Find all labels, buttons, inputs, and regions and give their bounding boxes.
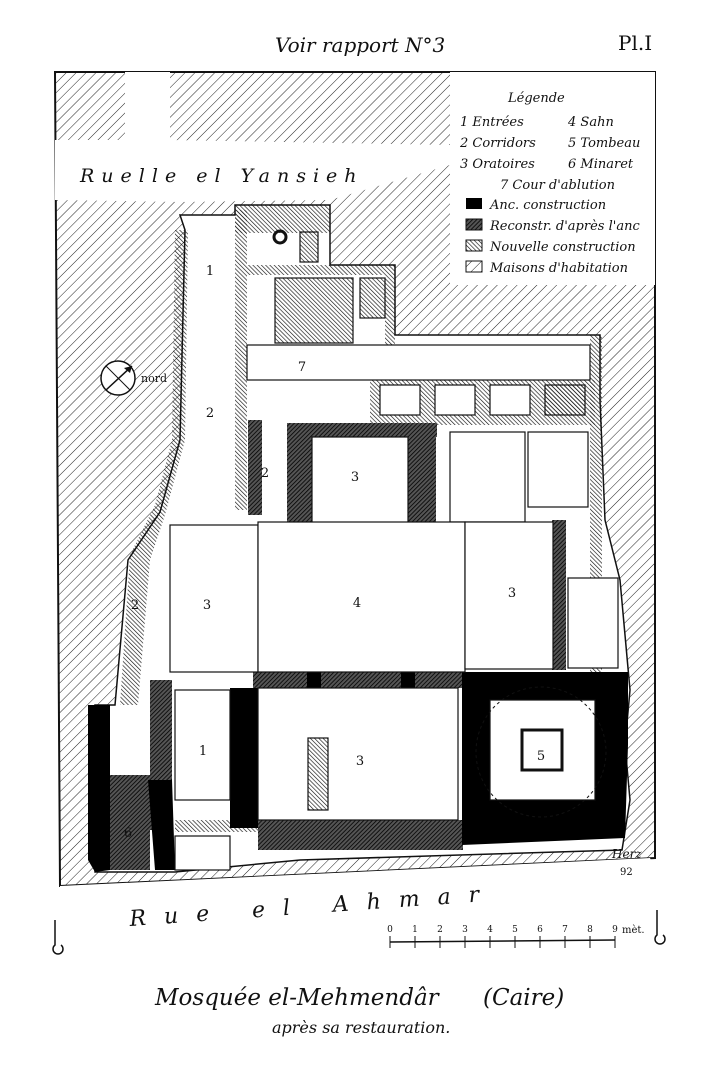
tomb-dome-outline [475,686,607,818]
room-label: 3 [508,586,516,601]
stair-room [449,431,526,523]
svg-text:4 Sahn: 4 Sahn [567,115,614,130]
svg-text:5 Tombeau: 5 Tombeau [568,136,640,151]
reconstructed-walls [110,420,566,870]
oratory-east-room [464,521,554,670]
legend-num: 6 [568,157,576,172]
compass-label: nord [141,372,167,385]
room-label: 1 [206,264,214,279]
legend-hatch-label: Maisons d'habitation [489,261,628,276]
entrance-south-room [174,689,231,801]
legend-swatch-new [465,239,483,252]
legend-num: 5 [568,136,576,151]
oratory-west-room [169,524,259,673]
legend-label: Sahn [580,115,613,130]
tomb-basin [274,277,354,344]
scale-tick-label: 9 [612,925,618,935]
scale-tick-label: 7 [562,925,568,935]
svg-text:3 Oratoires: 3 Oratoires [460,157,535,172]
plate-number: Pl.I [618,31,652,55]
scale-tick-label: 8 [587,925,593,935]
legend-num: 7 [500,178,509,193]
scale-unit: mèt. [622,925,645,936]
scale-tick-label: 3 [462,925,468,935]
legend-num: 3 [460,157,468,172]
scale-tick-label: 6 [537,925,543,935]
report-reference: Voir rapport N°3 [275,33,445,57]
sahn-room [257,521,466,673]
legend-hatch-label: Nouvelle construction [489,240,636,255]
signature-name: Herz [611,847,642,861]
legend-num: 2 [459,136,468,151]
svg-text:6 Minaret: 6 Minaret [568,157,634,172]
street-name-north: Ruelle el Yansieh [79,165,364,187]
scale-bar: 0 1 2 3 4 5 6 7 8 9 [387,925,618,948]
court-ablution [246,344,591,381]
ornament-right-icon [654,910,666,945]
caption-city: (Caire) [483,985,564,1011]
room-label: 2 [261,466,269,481]
legend-label: Corridors [472,136,536,151]
legend-label: Entrées [471,115,524,130]
scale-tick-label: 5 [512,925,518,935]
legend-hatch-label: Reconstr. d'après l'anc [489,219,640,234]
legend-num: 1 [460,115,468,130]
signature-year: 92 [620,867,633,878]
room-label: 1 [199,744,207,759]
legend-swatch-houses [465,260,483,273]
legend-swatch-ancient [466,198,482,209]
scale-tick-label: 4 [487,925,493,935]
svg-text:2 Corridors: 2 Corridors [459,136,536,151]
scale-tick-label: 1 [412,925,418,935]
oratory-south-room [257,687,459,821]
caption-subtitle: après sa restauration. [272,1018,450,1037]
svg-text:7 Cour d'ablution: 7 Cour d'ablution [500,178,615,193]
legend-label: Minaret [579,157,633,172]
ornament-left-icon [52,920,64,955]
legend-box [450,72,655,285]
room-label: 2 [131,598,139,613]
legend-hatch-label: Anc. construction [489,198,606,213]
legend-title: Légende [507,91,565,106]
street-ruelle [55,72,450,202]
compass-icon [100,360,136,396]
room-label: 2 [206,406,214,421]
room-label: 7 [298,360,306,375]
caption-title: Mosquée el-Mehmendâr [154,985,441,1011]
room-label: 5 [537,749,545,764]
legend-num: 4 [567,115,576,130]
oratory-north-room [311,436,409,524]
rooms [169,231,619,871]
fountain-icon [272,229,288,245]
svg-text:1 Entrées: 1 Entrées [460,115,524,130]
room-label: 3 [351,470,359,485]
legend-label: Tombeau [580,136,640,151]
legend-label: Cour d'ablution [512,178,615,193]
scale-tick-label: 2 [437,925,443,935]
room-label: 3 [203,598,211,613]
room-label: 4 [353,596,361,611]
legend-swatch-reconstructed [465,218,483,231]
legend-label: Oratoires [472,157,535,172]
room-label: 3 [356,754,364,769]
street-rue [60,858,655,900]
room-label: 6 [124,826,132,841]
scale-tick-label: 0 [387,925,393,935]
